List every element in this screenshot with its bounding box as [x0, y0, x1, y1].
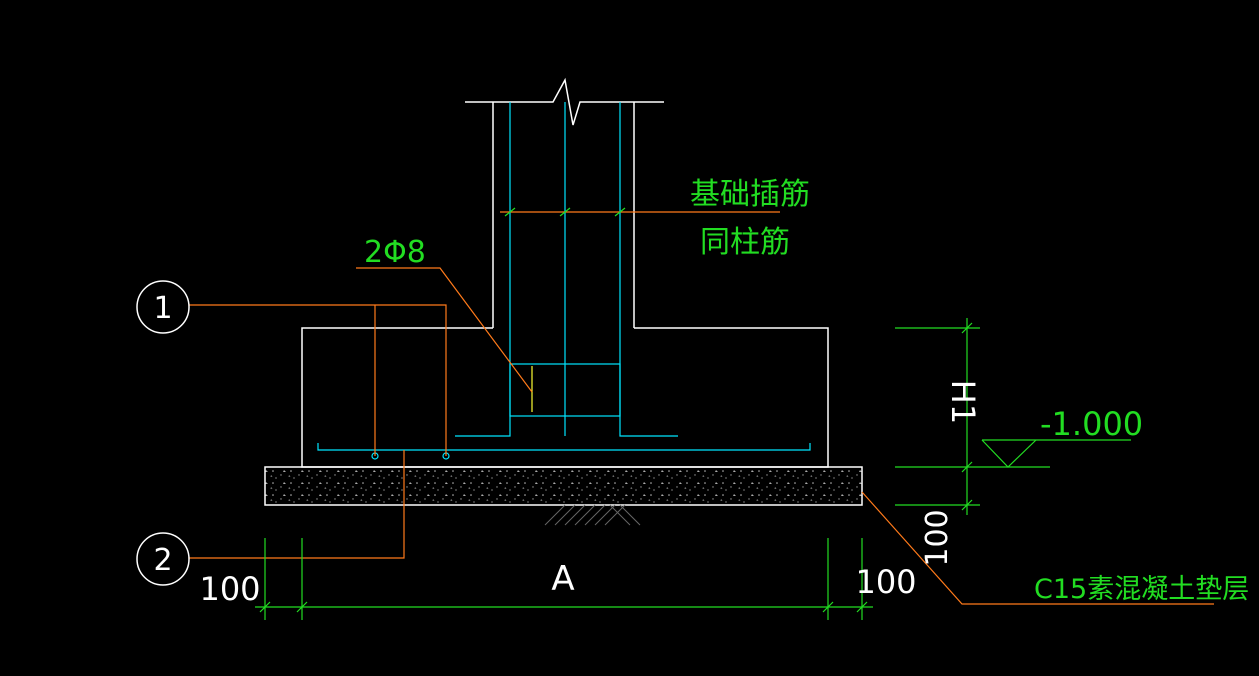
ground-hatch: [544, 504, 641, 526]
dimension-lines: [255, 318, 1131, 620]
dim-right-label: 100: [855, 563, 916, 601]
marker-1-circle: [136, 280, 190, 334]
dim-left-label: 100: [199, 570, 260, 608]
marker-2-circle: [136, 532, 190, 586]
cushion-note: C15素混凝土垫层: [1034, 574, 1249, 605]
stirrup-note: 2Φ8: [364, 235, 426, 270]
dim-width-label: A: [551, 559, 574, 599]
column-outline: [465, 77, 664, 328]
marker-1-label: 1: [153, 291, 172, 326]
elevation-label: -1.000: [1040, 405, 1143, 443]
concrete-cushion: [264, 466, 863, 506]
dim-height-label: H1: [944, 380, 982, 424]
dim-cushion-label: 100: [920, 509, 955, 566]
marker-2: 2: [136, 532, 190, 586]
leader-lines: [189, 211, 1214, 605]
rebar-note-line2: 同柱筋: [700, 225, 790, 260]
rebar-note-line1: 基础插筋: [690, 177, 810, 212]
marker-2-label: 2: [153, 543, 172, 578]
rebar-dots: [371, 452, 450, 460]
rebar-ticks: [504, 207, 626, 217]
rebar-cage: [317, 102, 811, 451]
marker-1: 1: [136, 280, 190, 334]
